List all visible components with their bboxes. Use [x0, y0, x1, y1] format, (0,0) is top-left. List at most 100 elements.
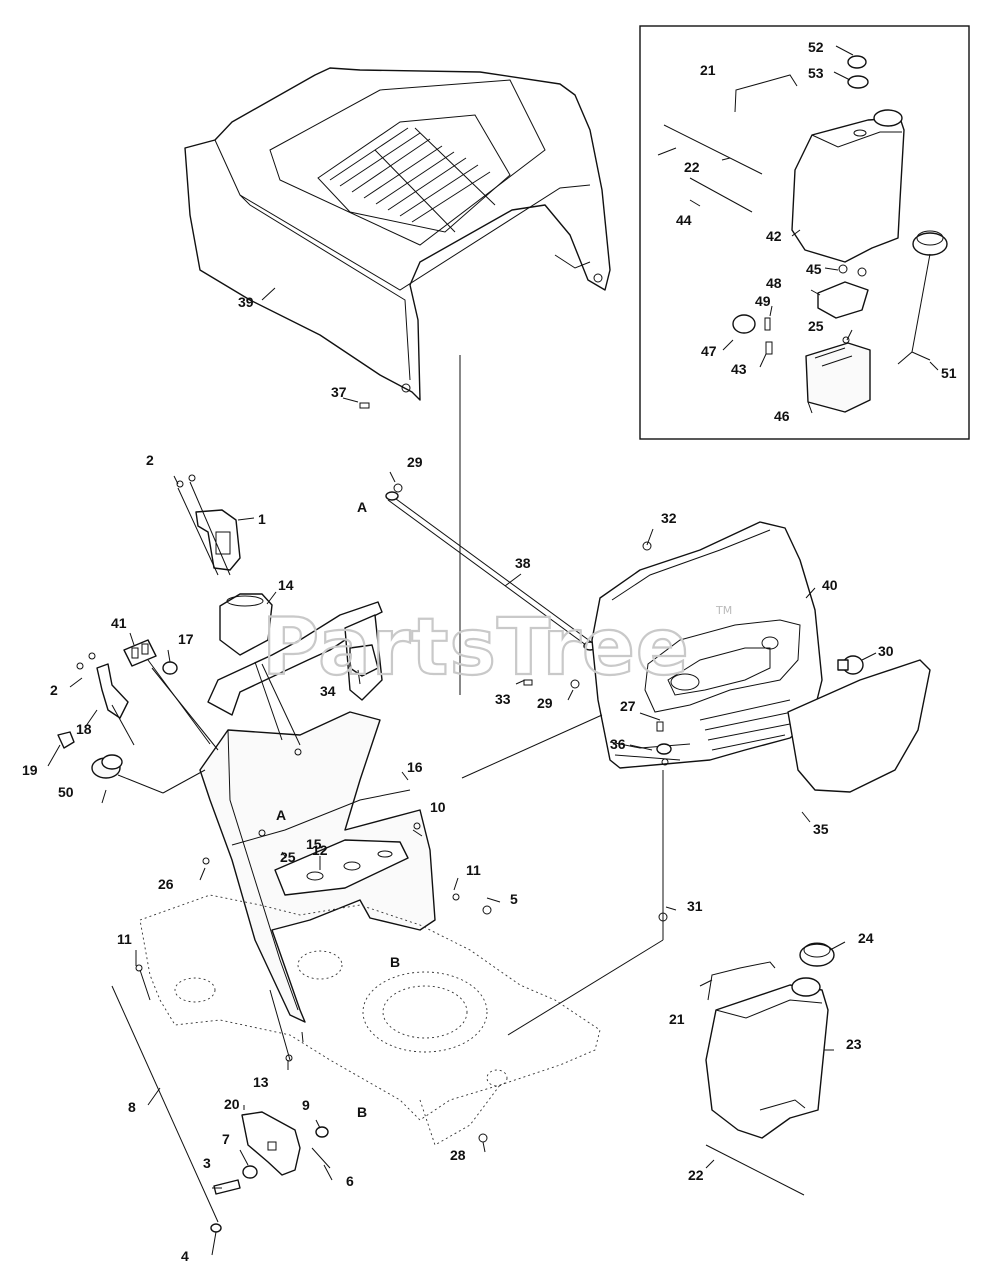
hood-grille	[317, 114, 511, 233]
callout-label: 21	[700, 62, 716, 78]
callout-label: 13	[253, 1074, 269, 1090]
callout-label: 22	[688, 1167, 704, 1183]
fuel-tank-lower-part[interactable]	[705, 977, 829, 1139]
callout-label: 28	[450, 1147, 466, 1163]
part-30-bumper[interactable]	[837, 655, 864, 675]
callout-label: 15	[306, 836, 322, 852]
callout-label: 44	[676, 212, 692, 228]
callout-label: 8	[128, 1099, 136, 1115]
hood-part[interactable]	[184, 67, 611, 401]
callout-label: 51	[941, 365, 957, 381]
fasteners	[135, 264, 867, 1143]
chassis-frame	[139, 894, 601, 1146]
tie-strap-lower-22[interactable]	[705, 1144, 805, 1196]
callout-label: 21	[669, 1011, 685, 1027]
callout-label: 27	[620, 698, 636, 714]
tie-strap-inset-44[interactable]	[689, 177, 753, 213]
fuel-cap-lower-part[interactable]	[799, 942, 835, 967]
callout-label: 7	[222, 1131, 230, 1147]
callout-label: 34	[320, 683, 336, 699]
callout-labels: 1 2 2 3 4 5 6 7 8 9 10 11 11 12 13 14 15…	[22, 39, 957, 1264]
callout-label: B	[390, 954, 400, 970]
fuel-line-inset-21[interactable]	[734, 74, 798, 113]
callout-label: 11	[117, 931, 132, 947]
callout-label: 24	[858, 930, 874, 946]
part-1-bracket[interactable]	[176, 474, 241, 571]
watermark-brand: PartsTree	[262, 603, 690, 693]
callout-label: 10	[430, 799, 446, 815]
callout-label: 37	[331, 384, 347, 400]
key-part[interactable]	[57, 731, 75, 749]
callout-label: 52	[808, 39, 824, 55]
watermark-trademark: TM	[715, 604, 732, 617]
callout-label: 18	[76, 721, 92, 737]
callout-label: 19	[22, 762, 38, 778]
part-48-bracket[interactable]	[817, 281, 869, 319]
callout-label: 47	[701, 343, 717, 359]
callout-label: 33	[495, 691, 511, 707]
callout-label: 41	[111, 615, 127, 631]
callout-label: 17	[178, 631, 194, 647]
callout-label: A	[276, 807, 286, 823]
inset-box	[639, 25, 970, 440]
callout-label: 14	[278, 577, 294, 593]
cap-51-dipstick[interactable]	[897, 230, 948, 365]
callout-label: 3	[203, 1155, 211, 1171]
callout-label: 29	[407, 454, 423, 470]
callout-label: 23	[846, 1036, 862, 1052]
callout-label: 46	[774, 408, 790, 424]
callout-label: 32	[661, 510, 677, 526]
callout-label: 16	[407, 759, 423, 775]
callout-label: 53	[808, 65, 824, 81]
callout-label: B	[357, 1104, 367, 1120]
cap-52-part[interactable]	[847, 55, 867, 69]
callout-label: 49	[755, 293, 771, 309]
reference-lines	[117, 355, 664, 1061]
callout-label: 12	[312, 842, 328, 858]
callout-label: A	[357, 499, 367, 515]
part-43-clip[interactable]	[765, 341, 773, 355]
callout-leaders	[47, 45, 939, 1256]
battery-box-part[interactable]	[805, 342, 871, 413]
callout-label: 39	[238, 294, 254, 310]
tie-strap-inset-22[interactable]	[663, 124, 763, 175]
callout-label: 1	[258, 511, 266, 527]
callout-label: 11	[466, 862, 481, 878]
part-53-ring[interactable]	[847, 75, 869, 89]
callout-label: 25	[280, 849, 296, 865]
callout-label: 25	[808, 318, 824, 334]
callout-label: 5	[510, 891, 518, 907]
callout-label: 35	[813, 821, 829, 837]
callout-label: 2	[50, 682, 58, 698]
part-47-bushing[interactable]	[732, 314, 756, 334]
headlight-lens-part[interactable]	[787, 659, 931, 793]
callout-label: 38	[515, 555, 531, 571]
lower-bracket-parts[interactable]	[111, 985, 331, 1233]
callout-label: 26	[158, 876, 174, 892]
part-41-clip[interactable]	[123, 639, 157, 667]
callout-label: 31	[687, 898, 703, 914]
ignition-knob-part[interactable]	[91, 754, 123, 779]
callout-label: 6	[346, 1173, 354, 1189]
fuel-line-lower-21[interactable]	[707, 961, 776, 1001]
callout-label: 2	[146, 452, 154, 468]
callout-label: 20	[224, 1096, 240, 1112]
dash-panel-part[interactable]	[199, 593, 436, 1023]
callout-label: 30	[878, 643, 894, 659]
callout-label: 43	[731, 361, 747, 377]
callout-label: 9	[302, 1097, 310, 1113]
fuel-tank-inset-part[interactable]	[791, 109, 905, 263]
callout-label: 22	[684, 159, 700, 175]
part-17-nut[interactable]	[162, 661, 178, 675]
callout-label: 40	[822, 577, 838, 593]
callout-label: 42	[766, 228, 782, 244]
part-49-pin[interactable]	[764, 317, 771, 331]
throttle-lever-part[interactable]	[76, 652, 135, 746]
callout-label: 29	[537, 695, 553, 711]
callout-label: 48	[766, 275, 782, 291]
callout-label: 4	[181, 1248, 189, 1264]
part-34-bracket[interactable]	[349, 644, 379, 677]
callout-label: 45	[806, 261, 822, 277]
callout-label: 36	[610, 736, 626, 752]
